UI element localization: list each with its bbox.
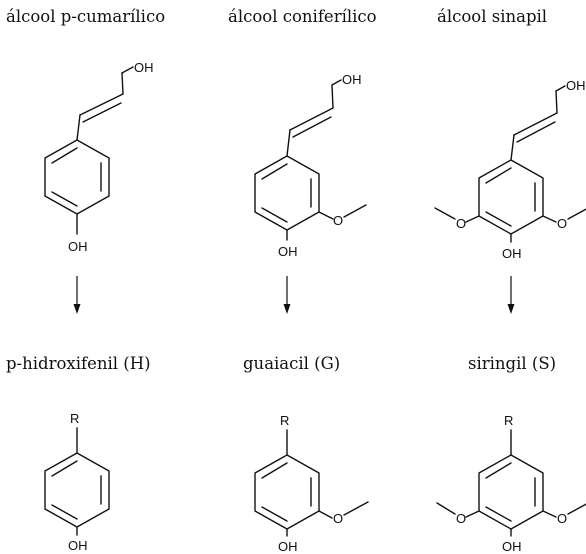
label-r-s-unit: R — [504, 413, 513, 428]
benzene-ring — [478, 454, 544, 530]
arrow-p-coumaryl-to-h — [73, 276, 81, 314]
title-h-unit: p-hidroxifenil (H) — [6, 354, 151, 373]
label-oh-ring-sinapyl: OH — [502, 246, 522, 261]
label-oh-ring-p-coumaryl: OH — [68, 239, 88, 254]
label-methoxy-o-g-unit: O — [333, 511, 343, 526]
label-methoxy-o-right-s-unit: O — [557, 511, 567, 526]
title-sinapyl-alcohol: álcool sinapil — [437, 7, 547, 26]
label-oh-chain-p-coumaryl: OH — [134, 60, 154, 75]
structure-g-unit — [254, 429, 369, 537]
arrow-coniferyl-to-g — [283, 276, 291, 314]
benzene-ring — [44, 452, 110, 528]
label-oh-ring-coniferyl: OH — [278, 244, 298, 259]
label-methoxy-o-left-s-unit: O — [456, 511, 466, 526]
label-methoxy-o-left-sinapyl: O — [456, 216, 466, 231]
title-p-coumaryl-alcohol: álcool p-cumarílico — [6, 7, 165, 26]
title-g-unit: guaiacil (G) — [243, 354, 340, 373]
arrow-sinapyl-to-s — [507, 276, 515, 314]
structure-s-unit — [436, 429, 586, 537]
structure-p-coumaryl-alcohol — [44, 66, 134, 235]
label-methoxy-o-right-sinapyl: O — [557, 216, 567, 231]
benzene-ring — [254, 454, 320, 530]
label-oh-h-unit: OH — [68, 538, 88, 553]
structure-h-unit — [44, 427, 110, 536]
benzene-ring — [254, 155, 320, 231]
title-coniferyl-alcohol: álcool coniferílico — [228, 7, 377, 26]
label-methoxy-o-coniferyl: O — [333, 213, 343, 228]
benzene-ring — [44, 139, 110, 215]
label-r-g-unit: R — [280, 413, 289, 428]
label-oh-chain-sinapyl: OH — [566, 78, 586, 93]
structure-sinapyl-alcohol — [434, 85, 586, 243]
benzene-ring — [478, 159, 544, 235]
label-oh-chain-coniferyl: OH — [342, 72, 362, 87]
label-oh-g-unit: OH — [278, 539, 298, 554]
structure-coniferyl-alcohol — [254, 79, 367, 241]
label-r-h-unit: R — [70, 411, 79, 426]
label-oh-s-unit: OH — [502, 539, 522, 554]
title-s-unit: siringil (S) — [468, 354, 556, 373]
